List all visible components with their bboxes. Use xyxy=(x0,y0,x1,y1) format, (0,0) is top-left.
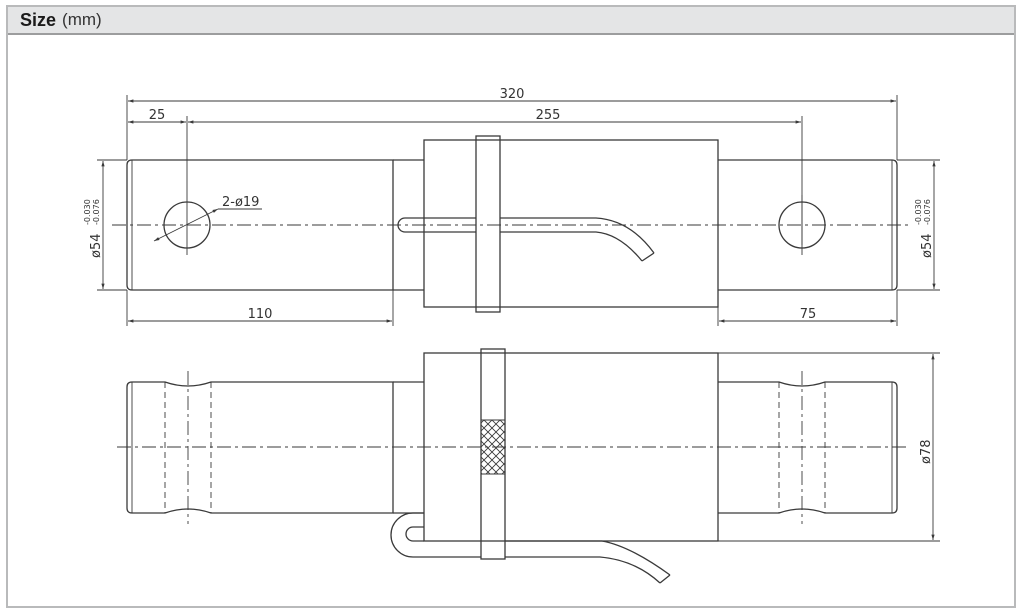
hole-callout: 2-ø19 xyxy=(222,195,259,210)
tolerance-lower-left: -0.076 xyxy=(92,199,101,225)
tolerance-lower-right: -0.076 xyxy=(923,199,932,225)
dim-hole-spacing: 255 xyxy=(536,108,561,123)
tolerance-upper-right: -0.030 xyxy=(914,199,923,225)
dim-body-diameter: ø78 xyxy=(919,440,934,465)
panel-unit: (mm) xyxy=(62,10,102,29)
dim-shaft-diameter-left: ø54 xyxy=(89,234,104,259)
dim-overall-length: 320 xyxy=(500,87,525,102)
panel-title: Size xyxy=(20,9,57,30)
dim-hole-offset: 25 xyxy=(149,108,166,123)
panel-header: Size (mm) xyxy=(8,7,1014,35)
top-view: 320 25 255 2-ø19 xyxy=(83,87,940,326)
side-view: ø78 xyxy=(117,348,940,584)
dim-left-shaft-length: 110 xyxy=(248,307,273,322)
dim-shaft-diameter-right: ø54 xyxy=(920,234,935,259)
tolerance-upper-left: -0.030 xyxy=(83,199,92,225)
dim-right-shaft-length: 75 xyxy=(800,307,817,322)
